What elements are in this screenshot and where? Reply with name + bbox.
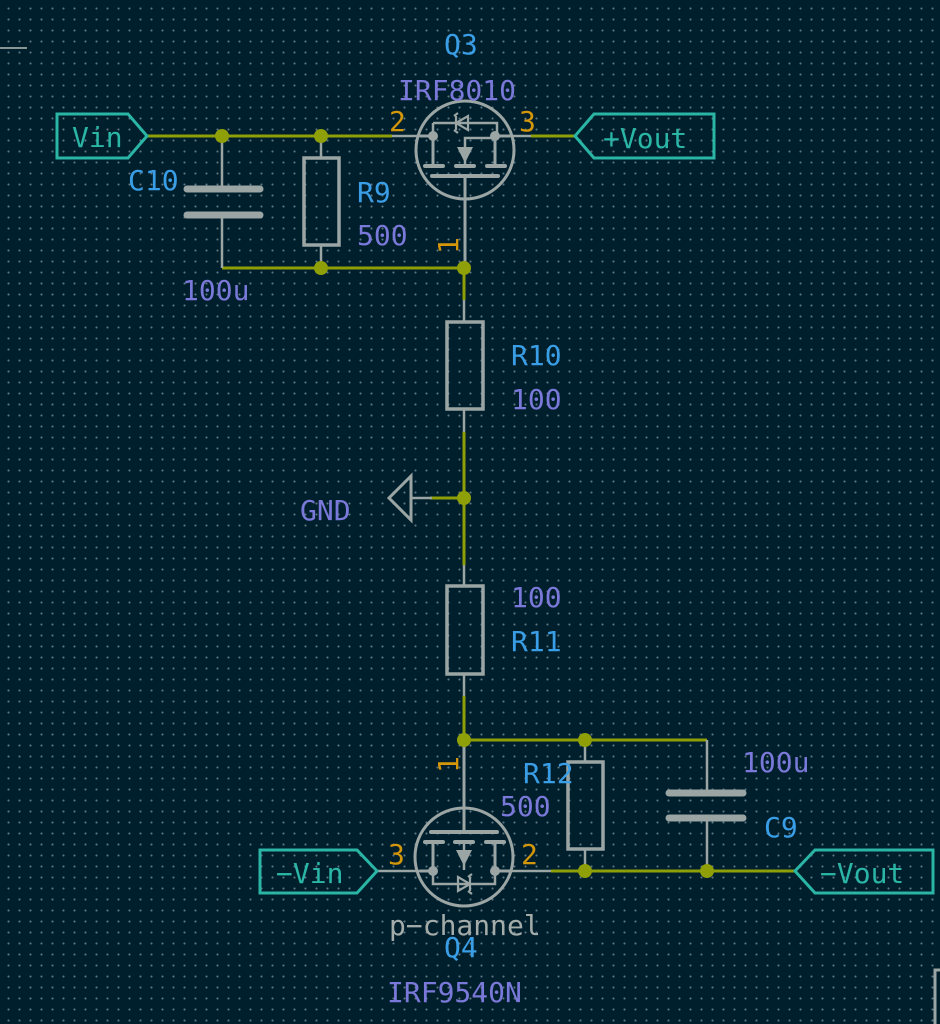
capacitor-c9[interactable]: 100u C9 (665, 746, 809, 871)
junction (700, 864, 714, 878)
r9-value: 500 (357, 219, 408, 252)
mosfet-q4[interactable]: 3 2 1 p−channel Q4 IRF9540N (377, 740, 551, 1009)
junction (578, 733, 592, 747)
resistor-r10[interactable]: R10 100 (445, 300, 562, 432)
r9-ref: R9 (357, 176, 391, 209)
q3-pin-1: 1 (432, 237, 465, 254)
c10-ref: C10 (128, 164, 179, 197)
wires-top[interactable] (147, 134, 575, 300)
hier-label-minus-vin-text: −Vin (276, 857, 343, 890)
hier-label-minus-vout-text: −Vout (820, 857, 904, 890)
c10-value: 100u (182, 274, 249, 307)
hier-label-minus-vout[interactable]: −Vout (792, 848, 935, 895)
q4-pin-2: 2 (521, 838, 538, 871)
q3-ref: Q3 (444, 28, 478, 61)
wires-bottom[interactable] (462, 696, 795, 873)
r12-value: 500 (500, 790, 551, 823)
c9-ref: C9 (764, 811, 798, 844)
mosfet-q3[interactable]: Q3 IRF8010 2 3 1 (389, 28, 536, 268)
q3-pin-3: 3 (519, 105, 536, 138)
resistor-r11[interactable]: 100 R11 (445, 565, 562, 696)
junction (457, 261, 471, 275)
junction (314, 129, 328, 143)
junction (215, 129, 229, 143)
r12-ref: R12 (523, 757, 574, 790)
q4-description: p−channel (389, 909, 541, 942)
hier-label-minus-vin[interactable]: −Vin (258, 848, 380, 895)
resistor-r9[interactable]: R9 500 (302, 136, 408, 268)
gnd-label: GND (300, 494, 351, 527)
junction (314, 261, 328, 275)
hier-label-vin-text: Vin (72, 121, 123, 154)
r11-ref: R11 (511, 625, 562, 658)
q3-pin-2: 2 (389, 105, 406, 138)
r10-ref: R10 (511, 339, 562, 372)
junction (457, 733, 471, 747)
r10-value: 100 (511, 383, 562, 416)
q4-value: IRF9540N (387, 976, 522, 1009)
capacitor-c10[interactable]: C10 100u (128, 136, 264, 307)
hier-label-vin[interactable]: Vin (55, 112, 149, 160)
hier-label-plus-vout[interactable]: +Vout (573, 112, 716, 160)
r11-value: 100 (511, 581, 562, 614)
offscreen-component-edge (933, 968, 940, 1024)
q4-pin-1: 1 (432, 756, 465, 773)
resistor-r12[interactable]: R12 500 (500, 740, 605, 871)
junction (457, 491, 471, 505)
junction (578, 864, 592, 878)
q4-ref: Q4 (444, 931, 478, 964)
c9-value: 100u (742, 746, 809, 779)
hier-label-plus-vout-text: +Vout (603, 122, 687, 155)
q4-pin-3: 3 (388, 838, 405, 871)
q3-value: IRF8010 (398, 74, 516, 107)
power-gnd[interactable]: GND (300, 472, 432, 527)
